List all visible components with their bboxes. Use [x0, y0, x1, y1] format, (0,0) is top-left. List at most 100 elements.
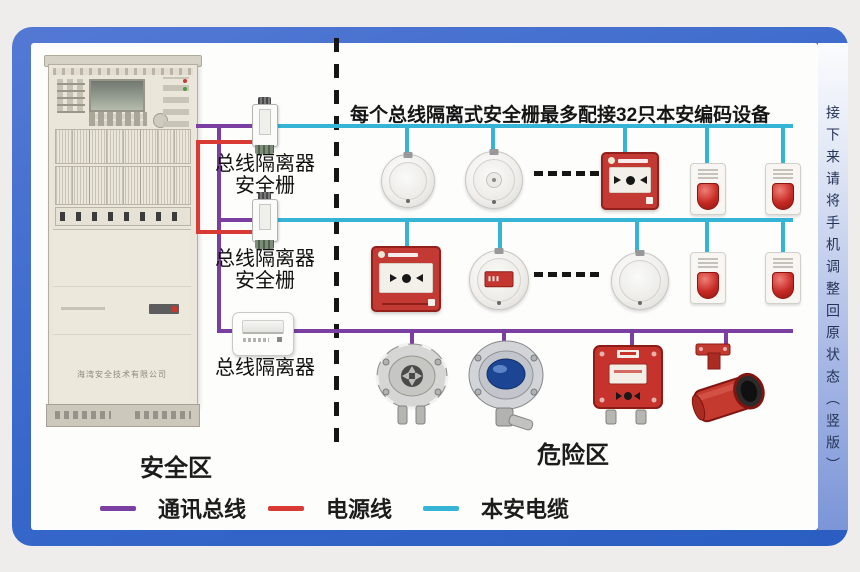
smoke-detector: [611, 250, 669, 310]
door-seam: [53, 334, 191, 335]
vertical-note-text: 接下来请将手机调整回原状态（竖版）: [825, 105, 841, 479]
panel-header: [53, 68, 193, 75]
comm-bus-stub: [502, 331, 506, 347]
barrier1-label: 总线隔离器 安全栅: [215, 153, 315, 197]
isolator-marks: [243, 338, 269, 342]
din-top-connector: [258, 192, 271, 200]
strobe-grille: [698, 258, 718, 269]
detector-led: [638, 301, 642, 305]
strobe-red-dome: [697, 272, 719, 299]
detector-led: [406, 199, 410, 203]
din-face: [259, 204, 271, 230]
smoke-detector-with-red-tag: [469, 248, 529, 310]
panel-alarm-led: [183, 79, 187, 83]
din-face: [259, 109, 271, 135]
ia-cable-wire: [276, 218, 793, 222]
detector-indicator-tab: [494, 248, 504, 254]
legend-item-ia-cable: 本安电缆: [423, 492, 569, 524]
panel-lower-door: 海湾安全技术有限公司: [53, 229, 191, 404]
call-point-chip: [646, 197, 653, 204]
ia-cable-stub: [781, 126, 785, 164]
loop-module-band-2: [55, 166, 191, 205]
call-point-glass: [609, 167, 651, 193]
call-point-glass: [379, 263, 433, 293]
detector-indicator-tab: [403, 152, 413, 158]
ia-cable-stub: [705, 126, 709, 164]
ia-cable-stub: [491, 126, 495, 152]
comm-bus-stub: [724, 331, 728, 347]
ia-cable-stub: [705, 220, 709, 253]
strobe-red-dome: [697, 183, 719, 210]
ellipsis-dashes: [534, 272, 599, 277]
din-terminal-teeth: [255, 240, 274, 249]
ia-cable-stub: [781, 220, 785, 253]
sounder-strobe: [690, 252, 726, 304]
caption-text: 每个总线隔离式安全栅最多配接32只本安编码设备: [350, 105, 771, 126]
comm-bus-wire: [217, 218, 254, 222]
legend-item-power-line: 电源线: [268, 492, 392, 524]
legend-label: 本安电缆: [481, 497, 570, 522]
legend-label: 电源线: [326, 497, 393, 522]
strobe-red-dome: [772, 272, 794, 299]
din-top-connector: [258, 97, 271, 105]
ex-call-point: [593, 345, 663, 425]
comm-bus-stub: [630, 331, 634, 349]
panel-base-vents: [46, 404, 200, 427]
side-note-strip: 接下来请将手机调整回原状态（竖版）: [818, 43, 848, 530]
comm-bus-wire: [196, 124, 254, 128]
bus-isolator-module-3: [232, 312, 294, 356]
arrow-icon: [613, 176, 621, 184]
sounder-strobe: [690, 163, 726, 215]
detector-hub: [486, 172, 502, 188]
hazard-zone-label: 危险区: [537, 442, 609, 469]
fire-alarm-control-panel: 海湾安全技术有限公司: [48, 64, 198, 407]
din-terminal-teeth: [255, 145, 274, 154]
isolator3-label: 总线隔离器: [215, 357, 315, 379]
barrier2-label: 总线隔离器 安全栅: [215, 248, 315, 292]
panel-power-led: [183, 87, 187, 91]
zone-separator-dashed-line: [334, 38, 339, 442]
ex-flame-detector: [468, 340, 544, 431]
press-point: [625, 175, 635, 185]
bus-isolator-barrier-module-2: [252, 192, 278, 249]
door-badge: [149, 304, 179, 314]
arrow-icon: [415, 274, 423, 282]
detector-red-tag: [484, 271, 514, 288]
detector-ring: [389, 162, 427, 200]
smoke-detector: [465, 149, 523, 209]
panel-button-column: [163, 77, 189, 127]
strobe-grille: [773, 169, 793, 180]
comm-bus-swatch: [100, 505, 136, 511]
ia-cable-swatch: [423, 505, 459, 511]
comm-bus-wire: [217, 124, 221, 333]
ellipsis-dashes: [534, 171, 599, 176]
safe-zone-label: 安全区: [140, 455, 212, 482]
power-wire: [196, 230, 252, 234]
legend-label: 通讯总线: [158, 497, 247, 522]
detector-led: [492, 200, 496, 204]
sounder-strobe: [765, 252, 801, 304]
door-model-label: [61, 307, 105, 310]
ia-cable-stub: [635, 220, 639, 253]
isolator-slot: [242, 320, 284, 334]
call-point-chip: [428, 299, 435, 306]
fire-alarm-text-bar: [618, 158, 648, 163]
power-wire: [196, 140, 200, 234]
strobe-grille: [773, 258, 793, 269]
ex-proof-detector: [375, 342, 449, 425]
detector-indicator-tab: [635, 250, 645, 256]
door-seam: [53, 286, 191, 287]
call-point-logo: [378, 251, 385, 258]
comm-bus-wire: [217, 329, 235, 333]
arrow-icon: [639, 176, 647, 184]
panel-keypad: [89, 112, 147, 126]
manual-call-point: [601, 152, 659, 210]
bus-isolator-barrier-module-1: [252, 97, 278, 154]
comm-bus-wire: [290, 329, 793, 333]
detector-indicator-tab: [489, 149, 499, 155]
panel-switch-row: [55, 207, 191, 226]
call-point-baseline: [382, 303, 430, 305]
ia-cable-wire: [276, 124, 793, 128]
smoke-detector: [381, 152, 435, 208]
company-label: 海湾安全技术有限公司: [77, 370, 167, 379]
